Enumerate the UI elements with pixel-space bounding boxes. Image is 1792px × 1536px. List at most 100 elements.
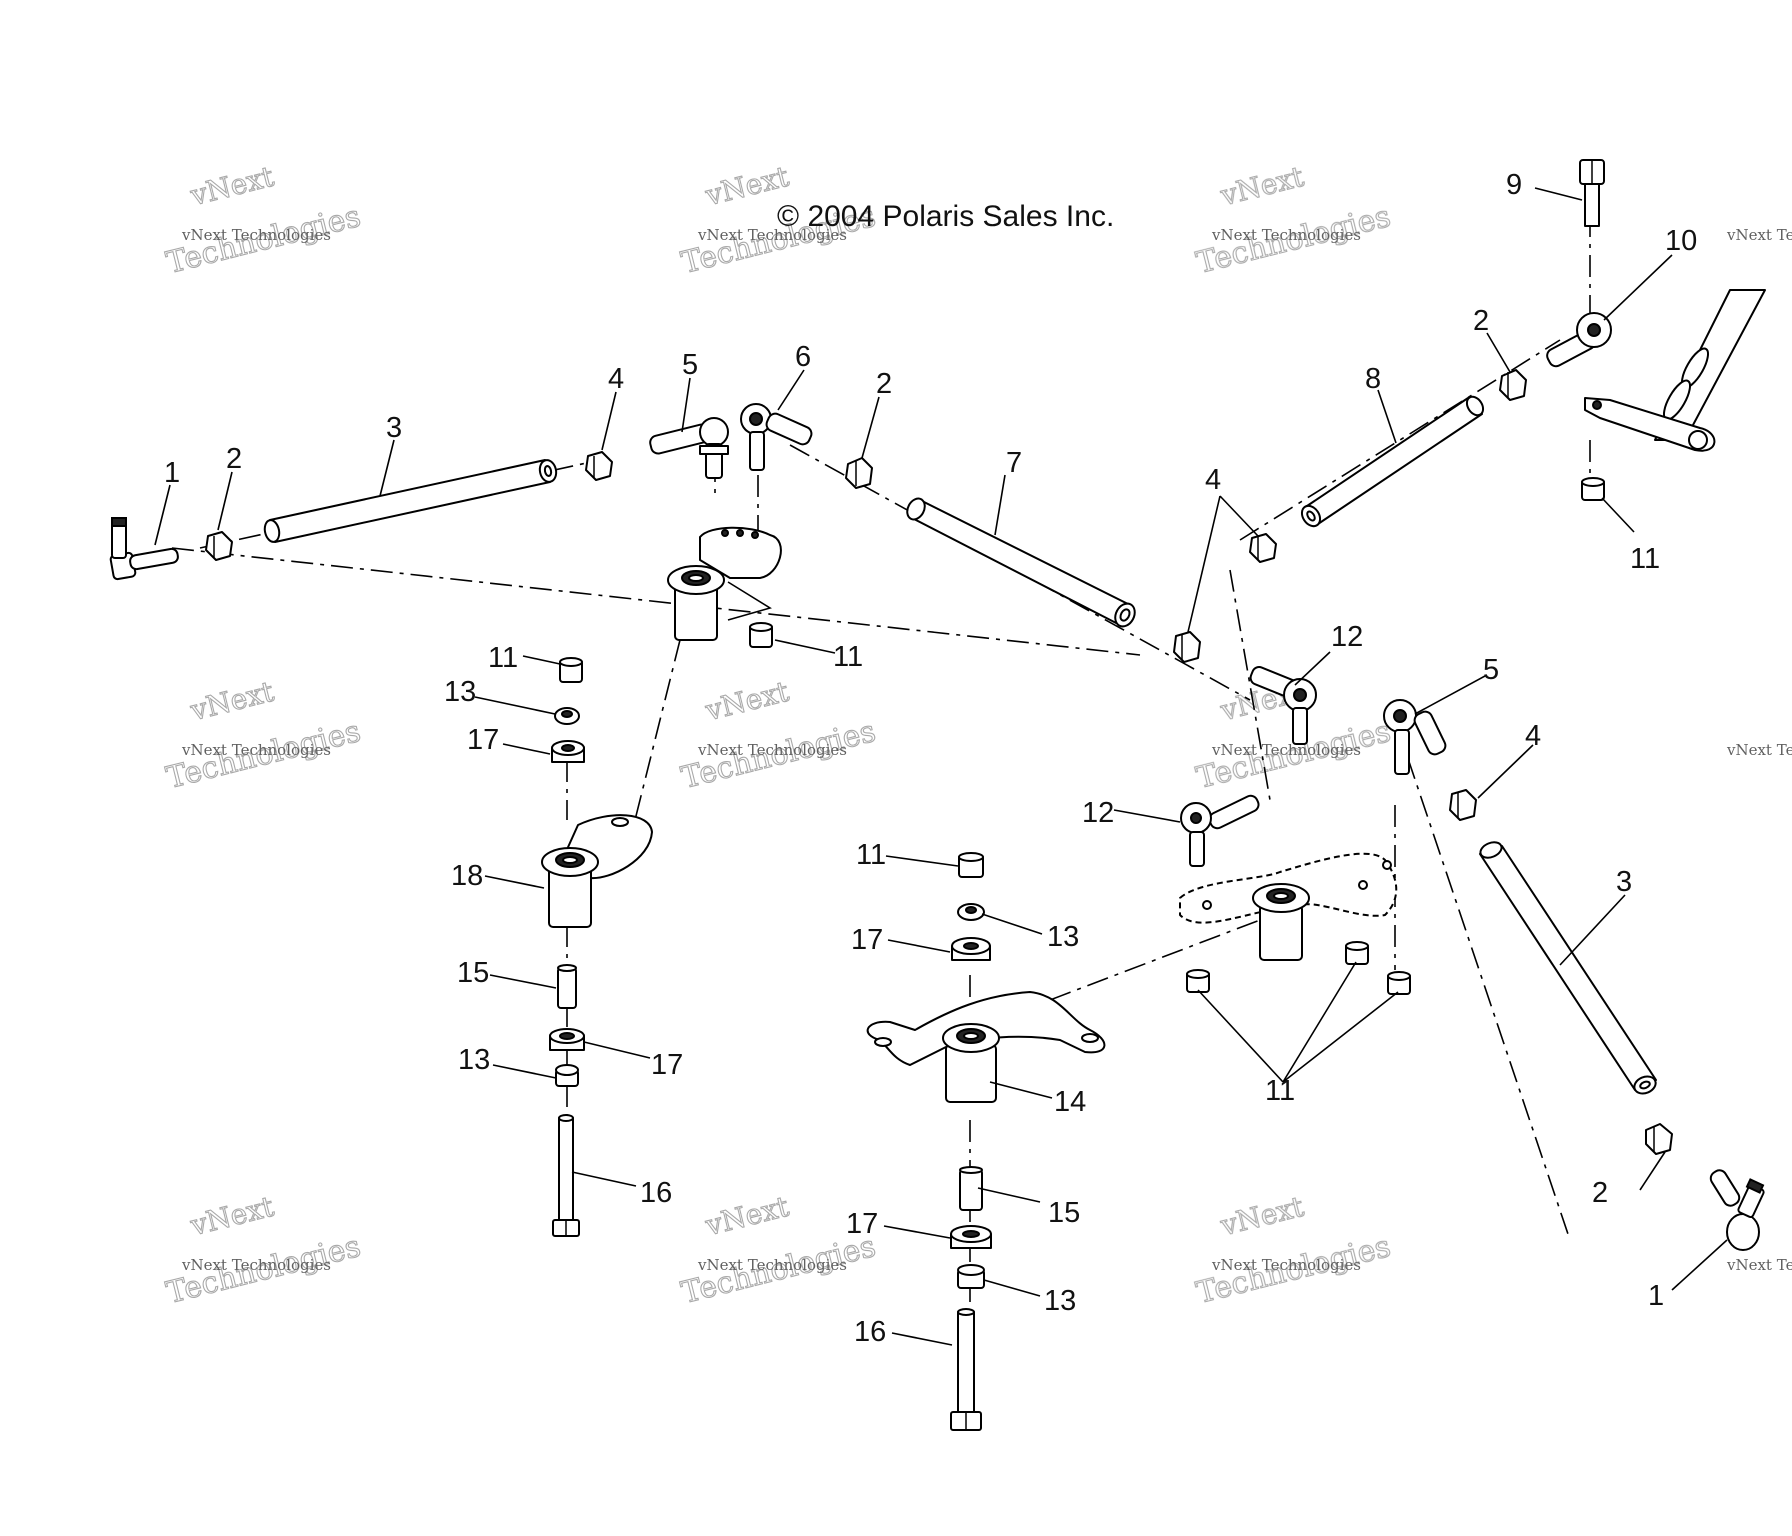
part-11-lock-nut	[749, 622, 773, 648]
part-11-lock-nut	[1581, 477, 1605, 501]
callout-18: 18	[451, 860, 483, 892]
callout-2: 2	[226, 443, 242, 475]
watermark-caption: vNext Technologies	[181, 741, 331, 759]
callout-13: 13	[458, 1044, 490, 1076]
callout-13: 13	[1044, 1285, 1076, 1317]
part-11-lock-nut	[1186, 969, 1210, 993]
watermark-vnext: vNext	[1217, 1190, 1308, 1243]
part-8-link-rod	[1300, 395, 1485, 528]
watermark-caption: vNext Te	[1726, 741, 1792, 759]
part-pitman-arm-upper	[667, 526, 782, 641]
part-3-tie-rod-right	[1479, 841, 1657, 1095]
part-4-jam-nut	[585, 451, 613, 481]
part-6-tie-rod-end	[740, 403, 813, 471]
callout-10: 10	[1665, 225, 1697, 257]
part-4-jam-nut	[1449, 789, 1477, 821]
part-11-lock-nut	[958, 852, 984, 878]
callout-17: 17	[467, 724, 499, 756]
part-idler-arm	[1179, 852, 1398, 961]
part-12-rod-end	[1249, 666, 1317, 745]
callout-1: 1	[164, 457, 180, 489]
callout-17: 17	[651, 1049, 683, 1081]
callout-11: 11	[833, 641, 863, 673]
callout-1: 1	[1648, 1280, 1664, 1312]
watermark-caption: vNext Technologies	[697, 741, 847, 759]
watermark-caption: vNext Te	[1726, 1256, 1792, 1274]
callout-16: 16	[640, 1177, 672, 1209]
callout-3: 3	[1616, 866, 1632, 898]
part-4-jam-nut	[1173, 631, 1201, 663]
part-10-rod-end	[1546, 312, 1612, 368]
callout-13: 13	[444, 676, 476, 708]
part-11-lock-nut	[1387, 971, 1411, 995]
callout-17: 17	[846, 1208, 878, 1240]
watermark-vnext: vNext	[187, 1190, 278, 1243]
copyright-notice: © 2004 Polaris Sales Inc.	[777, 200, 1114, 233]
watermark-vnext: vNext	[187, 675, 278, 728]
part-13-bushing	[957, 903, 985, 921]
part-3-tie-rod-left	[263, 459, 558, 543]
watermark-caption: vNext Technologies	[1211, 226, 1361, 244]
watermark-caption: vNext Technologies	[181, 226, 331, 244]
part-15-spacer	[557, 964, 577, 1009]
callout-leaders	[154, 187, 1728, 1346]
part-13-bushing	[554, 707, 580, 725]
part-17-washer	[950, 1225, 992, 1249]
part-7-drag-link	[906, 497, 1136, 628]
part-5-tie-rod-end	[649, 417, 729, 479]
part-17-washer	[549, 1028, 585, 1051]
callout-17: 17	[851, 924, 883, 956]
callout-4: 4	[1525, 720, 1541, 752]
callout-15: 15	[1048, 1197, 1080, 1229]
callout-6: 6	[795, 341, 811, 373]
part-2-jam-nut	[205, 531, 233, 561]
callout-2: 2	[1473, 305, 1489, 337]
part-16-bolt	[552, 1114, 580, 1237]
watermark-vnext: vNext	[702, 1190, 793, 1243]
callout-8: 8	[1365, 363, 1381, 395]
callout-2: 2	[1592, 1177, 1608, 1209]
callout-13: 13	[1047, 921, 1079, 953]
callout-9: 9	[1506, 169, 1522, 201]
watermark-vnext: vNext	[187, 160, 278, 213]
part-17-washer	[551, 740, 585, 763]
watermark-caption: vNext Technologies	[181, 1256, 331, 1274]
callout-15: 15	[457, 957, 489, 989]
callout-7: 7	[1006, 447, 1022, 479]
callout-5: 5	[682, 349, 698, 381]
part-11-lock-nut	[1345, 941, 1369, 965]
part-15-spacer	[959, 1166, 983, 1211]
part-13-bushing	[957, 1264, 985, 1289]
callout-11: 11	[488, 642, 518, 674]
callout-labels: 1 2 3 4 5 6 2 7 4 8 2 9 10 11 11 11 13 1…	[164, 169, 1697, 1348]
watermark-vnext: vNext	[1217, 160, 1308, 213]
watermark-caption: vNext Technologies	[1211, 1256, 1361, 1274]
callout-11: 11	[1630, 543, 1660, 575]
callout-4: 4	[608, 363, 624, 395]
part-2-jam-nut	[1499, 369, 1527, 401]
part-16-bolt	[950, 1308, 982, 1431]
watermark-caption: vNext Technologies	[1211, 741, 1361, 759]
part-1-tie-rod-end-right	[1709, 1169, 1765, 1251]
part-17-washer	[951, 937, 991, 961]
part-2-jam-nut	[845, 457, 873, 489]
part-13-bushing	[555, 1064, 579, 1087]
callout-12: 12	[1082, 797, 1114, 829]
callout-2: 2	[876, 368, 892, 400]
watermark-caption: vNext Technologies	[697, 226, 847, 244]
watermark-caption: vNext Te	[1726, 226, 1792, 244]
callout-14: 14	[1054, 1086, 1086, 1118]
part-12-rod-end	[1180, 794, 1260, 867]
part-14-pivot-bracket	[866, 991, 1106, 1103]
part-2-jam-nut	[1645, 1123, 1673, 1155]
callout-5: 5	[1483, 654, 1499, 686]
callout-4: 4	[1205, 464, 1221, 496]
part-steering-column-arm	[1584, 289, 1766, 452]
callout-12: 12	[1331, 621, 1363, 653]
part-9-bolt	[1579, 159, 1605, 227]
part-1-tie-rod-end-left	[109, 517, 179, 581]
callout-3: 3	[386, 412, 402, 444]
watermark-caption: vNext Technologies	[697, 1256, 847, 1274]
part-11-lock-nut	[559, 657, 583, 683]
